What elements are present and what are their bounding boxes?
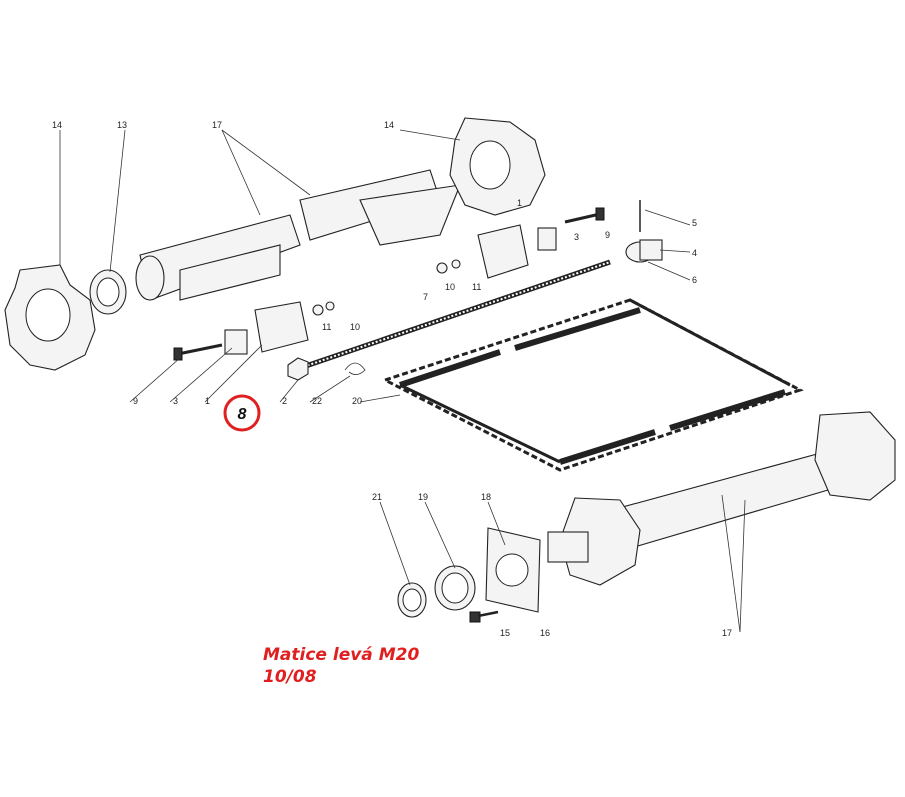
- callout-label: 6: [692, 275, 697, 285]
- bolt-and-hub-right: [564, 200, 663, 263]
- bearing-block-top: [477, 224, 557, 279]
- bearing-block-left: [173, 301, 309, 361]
- highlight-number: 8: [238, 406, 247, 423]
- callout-label: 1: [517, 198, 522, 208]
- callout-label: 7: [423, 292, 428, 302]
- sprocket-hub-top: [449, 117, 546, 216]
- nut-m20-left: [287, 357, 309, 381]
- callout-label: 3: [173, 396, 178, 406]
- ring-21: [397, 582, 427, 618]
- shaft-tube-middle: [299, 169, 461, 246]
- callout-label: 16: [540, 628, 550, 638]
- callout-label: 11: [472, 282, 481, 292]
- shaft-tube-right: [547, 411, 896, 586]
- bearing-plate-18: [485, 527, 541, 613]
- callout-label: 15: [500, 628, 510, 638]
- callout-label: 4: [692, 248, 697, 258]
- callout-label: 5: [692, 218, 697, 228]
- callout-label: 17: [212, 120, 222, 130]
- chain-frame: [381, 298, 804, 472]
- callout-label: 19: [418, 492, 428, 502]
- callout-label: 2: [282, 396, 287, 406]
- callout-label: 18: [481, 492, 491, 502]
- callout-label: 17: [722, 628, 732, 638]
- callout-label: 10: [350, 322, 360, 332]
- callout-label: 21: [372, 492, 382, 502]
- callout-label: 11: [322, 322, 331, 332]
- callout-label: 20: [352, 396, 362, 406]
- hook-22: [344, 362, 366, 375]
- bushing-19: [434, 565, 476, 611]
- threaded-rod: [299, 259, 611, 371]
- part-name: Matice levá M20: [263, 645, 420, 665]
- bushing-13: [89, 269, 127, 315]
- bolt-15: [469, 610, 499, 623]
- nuts-small: [312, 259, 461, 316]
- callout-label: 14: [52, 120, 62, 130]
- highlight-callout: 8: [223, 394, 261, 432]
- leader-lines: [59, 129, 746, 633]
- part-date: 10/08: [263, 667, 317, 687]
- callout-label: 14: [384, 120, 394, 130]
- callout-label: 9: [605, 230, 610, 240]
- shaft-tube-left: [135, 214, 301, 301]
- callout-label: 22: [312, 396, 322, 406]
- callout-label: 13: [117, 120, 127, 130]
- callout-label: 3: [574, 232, 579, 242]
- callout-labels: 14 13 17 14 1 3 9 5 4 6 7 10 11 11 10 9 …: [52, 120, 732, 638]
- callout-label: 10: [445, 282, 455, 292]
- sprocket-hub-left: [4, 264, 96, 371]
- part-note: Matice levá M20 10/08: [263, 644, 419, 688]
- callout-label: 9: [133, 396, 138, 406]
- callout-label: 1: [205, 396, 210, 406]
